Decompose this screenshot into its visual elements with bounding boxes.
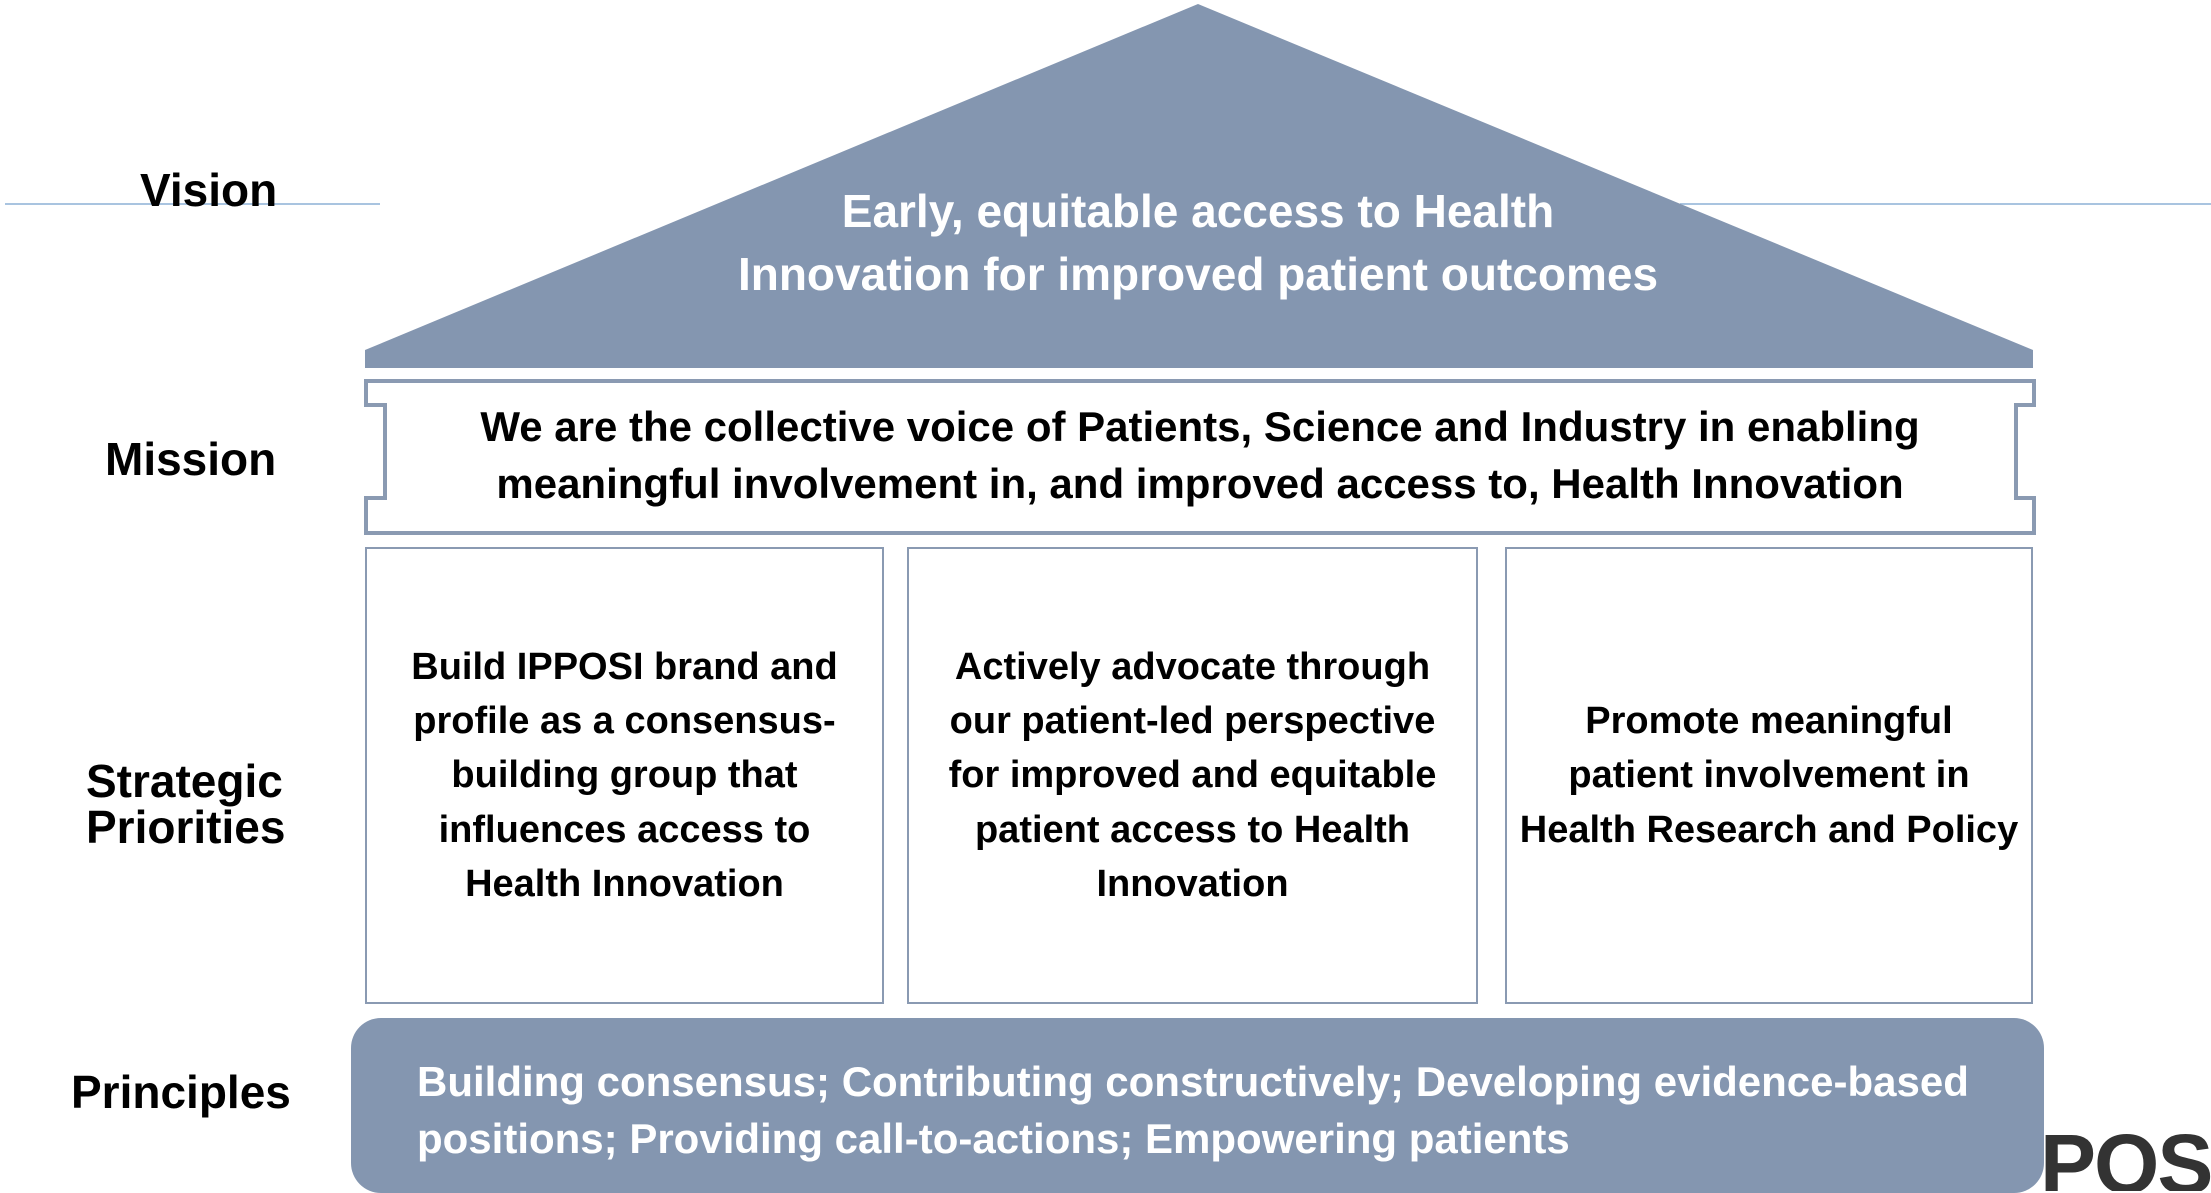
priority-box-2: Actively advocate through our patient-le… — [907, 547, 1478, 1004]
principles-bar: Building consensus; Contributing constru… — [351, 1018, 2044, 1193]
mission-statement: We are the collective voice of Patients,… — [480, 403, 1920, 508]
priority-text-3: Promote meaningful patient involvement i… — [1519, 700, 2019, 851]
mission-label: Mission — [105, 433, 277, 485]
priority-text-1: Build IPPOSI brand and profile as a cons… — [411, 645, 838, 905]
principles-label: Principles — [71, 1066, 291, 1118]
vision-statement: Early, equitable access to Health Innova… — [737, 185, 1659, 301]
principles-line-1: Building consensus; Contributing constru… — [417, 1058, 1969, 1105]
principles-line-2: positions; Providing call-to-actions; Em… — [417, 1114, 1570, 1162]
vision-label: Vision — [140, 164, 278, 216]
priority-box-3: Promote meaningful patient involvement i… — [1505, 547, 2033, 1004]
ipposi-logo-fragment: POSI — [2040, 1122, 2211, 1191]
priority-box-1: Build IPPOSI brand and profile as a cons… — [365, 547, 884, 1004]
strategic-priorities-label: Strategic Priorities — [86, 755, 286, 853]
mission-banner-shape — [364, 379, 2036, 535]
priority-text-2: Actively advocate through our patient-le… — [948, 645, 1437, 905]
roof-shape — [365, 4, 2033, 368]
